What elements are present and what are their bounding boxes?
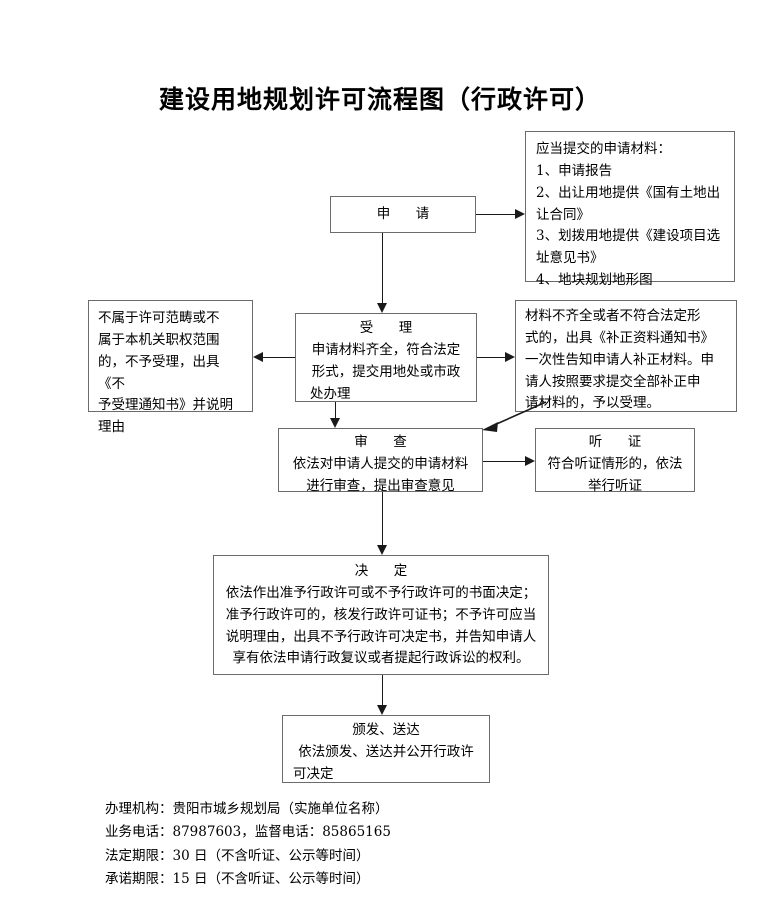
arrowhead-accept-to-review — [330, 418, 340, 428]
footer-line-1: 业务电话：87987603，监督电话：85865165 — [105, 824, 391, 841]
node-review-line-0: 依法对申请人提交的申请材料 — [292, 455, 469, 472]
node-accept-line-1: 形式，提交用地处或市政 — [311, 363, 461, 380]
node-hearing-heading: 听 证 — [588, 434, 648, 450]
connector-review-to-decision — [382, 492, 383, 545]
node-review: 审 查 依法对申请人提交的申请材料 进行审查，提出审查意见 — [278, 428, 483, 494]
node-materials-line-1: 1、申请报告 — [536, 162, 613, 179]
node-issue: 颁发、送达 依法颁发、送达并公开行政许 可决定 — [282, 715, 490, 783]
node-reject-line-4: 理由 — [98, 419, 125, 436]
node-decision-line-0: 依法作出准予行政许可或不予行政许可的书面决定； — [225, 584, 537, 601]
arrowhead-review-to-decision — [377, 545, 387, 555]
node-supplement-line-2: 一次性告知申请人补正材料。申 — [525, 351, 714, 368]
node-hearing-line-0: 符合听证情形的，依法 — [547, 455, 683, 472]
node-supplement-line-3: 请人按照要求提交全部补正申 — [525, 373, 701, 390]
arrowhead-apply-to-accept — [377, 303, 387, 313]
node-materials-line-6: 4、地块规划地形图 — [536, 272, 653, 289]
node-supplement-line-4: 请材料的，予以受理。 — [525, 395, 660, 412]
node-materials-line-0: 应当提交的申请材料： — [536, 141, 671, 157]
node-reject-line-2: 的，不予受理，出具《不 — [98, 353, 220, 392]
connector-review-to-hearing — [483, 461, 525, 462]
node-issue-line-0: 依法颁发、送达并公开行政许 — [298, 743, 474, 760]
node-supplement: 材料不齐全或者不符合法定形 式的，出具《补正资料通知书》 一次性告知申请人补正材… — [515, 300, 737, 412]
node-decision: 决 定 依法作出准予行政许可或不予行政许可的书面决定； 准予行政许可的，核发行政… — [213, 555, 549, 675]
node-reject-line-0: 不属于许可范畴或不 — [98, 310, 220, 326]
node-materials: 应当提交的申请材料： 1、申请报告 2、出让用地提供《国有土地出 让合同》 3、… — [525, 131, 735, 288]
connector-apply-to-accept — [382, 233, 383, 303]
node-hearing-line-1: 举行听证 — [588, 477, 642, 494]
node-accept: 受 理 申请材料齐全，符合法定 形式，提交用地处或市政 处办理 — [295, 313, 477, 402]
node-reject-line-1: 属于本机关职权范围 — [98, 331, 220, 348]
arrowhead-apply-to-materials — [515, 209, 525, 219]
node-apply-heading: 申 请 — [376, 205, 436, 222]
node-decision-line-3: 享有依法申请行政复议或者提起行政诉讼的权利。 — [232, 650, 530, 667]
connector-accept-to-reject — [263, 357, 295, 358]
node-decision-heading: 决 定 — [354, 563, 414, 579]
node-decision-line-2: 说明理由，出具不予行政许可决定书，并告知申请人 — [225, 628, 537, 645]
connector-accept-to-review — [335, 402, 336, 419]
node-decision-line-1: 准予行政许可的，核发行政许可证书；不予许可应当 — [225, 606, 537, 623]
node-issue-heading: 颁发、送达 — [352, 722, 420, 738]
footer-line-2: 法定期限：30 日（不含听证、公示等时间） — [105, 847, 370, 864]
node-apply: 申 请 — [330, 196, 476, 233]
node-materials-line-3: 让合同》 — [536, 206, 590, 223]
node-reject: 不属于许可范畴或不 属于本机关职权范围 的，不予受理，出具《不 予受理通知书》并… — [88, 300, 253, 435]
connector-accept-to-supplement — [477, 357, 505, 358]
arrowhead-review-to-hearing — [525, 456, 535, 466]
node-supplement-line-1: 式的，出具《补正资料通知书》 — [525, 329, 714, 346]
node-issue-line-1: 可决定 — [293, 765, 334, 782]
arrowhead-decision-to-issue — [377, 705, 387, 715]
footer-info: 办理机构：贵阳市城乡规划局（实施单位名称） 业务电话：87987603，监督电话… — [105, 798, 665, 892]
connector-decision-to-issue — [382, 675, 383, 705]
footer-line-0: 办理机构：贵阳市城乡规划局（实施单位名称） — [105, 801, 389, 817]
arrowhead-accept-to-supplement — [505, 352, 515, 362]
node-materials-line-2: 2、出让用地提供《国有土地出 — [536, 184, 721, 201]
node-review-heading: 审 查 — [354, 434, 413, 450]
node-accept-line-0: 申请材料齐全，符合法定 — [311, 341, 461, 358]
node-reject-line-3: 予受理通知书》并说明 — [98, 397, 233, 414]
node-materials-line-5: 址意见书》 — [536, 250, 604, 267]
node-accept-heading: 受 理 — [359, 320, 419, 336]
connector-apply-to-materials — [476, 214, 515, 215]
connector-supplement-to-review — [482, 401, 547, 432]
node-supplement-line-0: 材料不齐全或者不符合法定形 — [525, 308, 701, 324]
node-hearing: 听 证 符合听证情形的，依法 举行听证 — [535, 428, 695, 494]
node-review-line-1: 进行审查，提出审查意见 — [306, 477, 455, 494]
page-title: 建设用地规划许可流程图（行政许可） — [158, 85, 601, 114]
footer-line-3: 承诺期限：15 日（不含听证、公示等时间） — [105, 871, 370, 888]
node-accept-line-2: 处办理 — [310, 385, 351, 402]
node-materials-line-4: 3、划拨用地提供《建设项目选 — [536, 228, 721, 245]
arrowhead-accept-to-reject — [253, 352, 263, 362]
